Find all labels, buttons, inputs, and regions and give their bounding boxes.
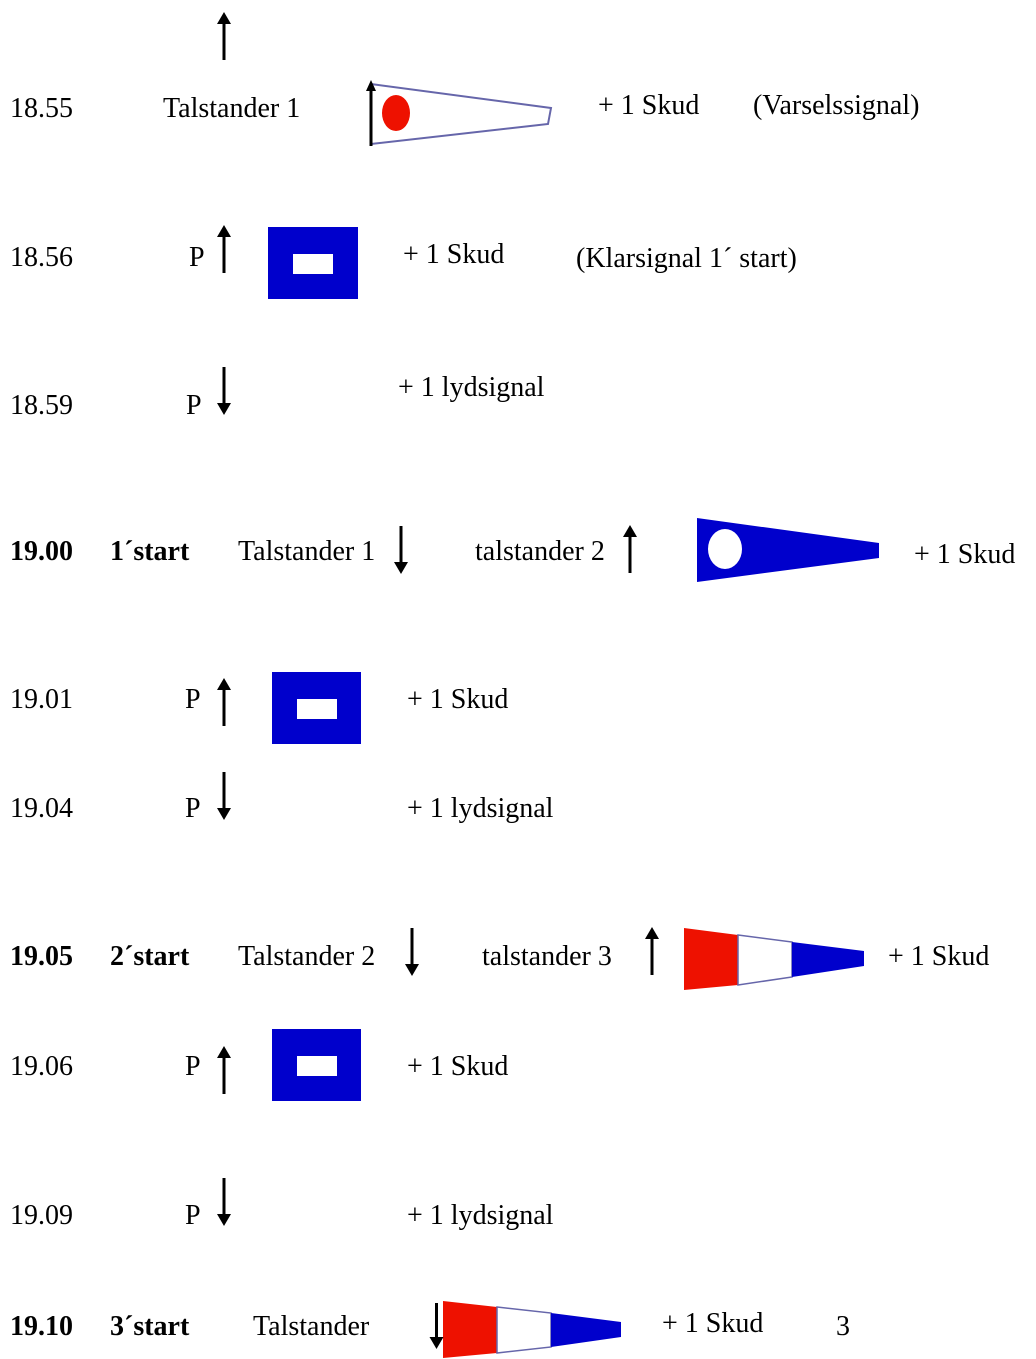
- numeral-pennant-3-flag-icon: [429, 1301, 621, 1358]
- row-time: 18.56: [10, 242, 73, 273]
- signal-label: Talstander: [253, 1311, 370, 1342]
- signal-label: Talstander 1: [238, 536, 376, 567]
- signal-label-2: talstander 3: [482, 941, 612, 972]
- lower-arrow-icon: [217, 1178, 231, 1226]
- row-time: 19.09: [10, 1200, 73, 1231]
- signal-label: P: [185, 1200, 201, 1231]
- signal-label: P: [189, 242, 205, 273]
- row-time: 19.00: [10, 536, 73, 567]
- p-flag-icon: [272, 1029, 361, 1101]
- signal-note: (Klarsignal 1´ start): [576, 243, 797, 274]
- row-time: 18.55: [10, 93, 73, 124]
- raise-arrow-icon: [217, 1046, 231, 1094]
- pennant-number: 3: [836, 1311, 850, 1342]
- row-time: 19.06: [10, 1051, 73, 1082]
- signal-label: Talstander 1: [163, 93, 301, 124]
- sound-signal: + 1 Skud: [662, 1308, 764, 1339]
- signal-note: (Varselssignal): [753, 90, 920, 121]
- signal-label: P: [185, 793, 201, 824]
- raise-arrow-icon: [217, 225, 231, 273]
- row-time: 19.01: [10, 684, 73, 715]
- numeral-pennant-3-flag-icon: [684, 928, 864, 990]
- lower-arrow-icon: [405, 928, 419, 976]
- raise-arrow-icon: [623, 525, 637, 573]
- start-label: 3´start: [110, 1311, 190, 1342]
- sound-signal: + 1 Skud: [403, 239, 505, 270]
- row-time: 19.10: [10, 1311, 73, 1342]
- numeral-pennant-2-flag-icon: [697, 518, 879, 582]
- sound-signal: + 1 lydsignal: [407, 793, 554, 824]
- lower-arrow-icon: [217, 367, 231, 415]
- sound-signal: + 1 lydsignal: [407, 1200, 554, 1231]
- lower-arrow-icon: [217, 772, 231, 820]
- signal-label: P: [186, 390, 202, 421]
- signal-label: Talstander 2: [238, 941, 376, 972]
- signal-label: P: [185, 1051, 201, 1082]
- row-time: 19.05: [10, 941, 73, 972]
- sound-signal: + 1 Skud: [914, 539, 1016, 570]
- start-label: 2´start: [110, 941, 190, 972]
- lower-arrow-icon: [394, 526, 408, 574]
- sound-signal: + 1 Skud: [598, 90, 700, 121]
- start-label: 1´start: [110, 536, 190, 567]
- sound-signal: + 1 Skud: [407, 684, 509, 715]
- sound-signal: + 1 lydsignal: [398, 372, 545, 403]
- row-time: 19.04: [10, 793, 73, 824]
- p-flag-icon: [272, 672, 361, 744]
- signal-label-2: talstander 2: [475, 536, 605, 567]
- raise-arrow-icon: [217, 12, 231, 60]
- raise-arrow-icon: [645, 927, 659, 975]
- row-time: 18.59: [10, 390, 73, 421]
- sound-signal: + 1 Skud: [407, 1051, 509, 1082]
- signal-label: P: [185, 684, 201, 715]
- p-flag-icon: [268, 227, 358, 299]
- sound-signal: + 1 Skud: [888, 941, 990, 972]
- raise-arrow-icon: [217, 678, 231, 726]
- numeral-pennant-1-flag-icon: [366, 80, 553, 146]
